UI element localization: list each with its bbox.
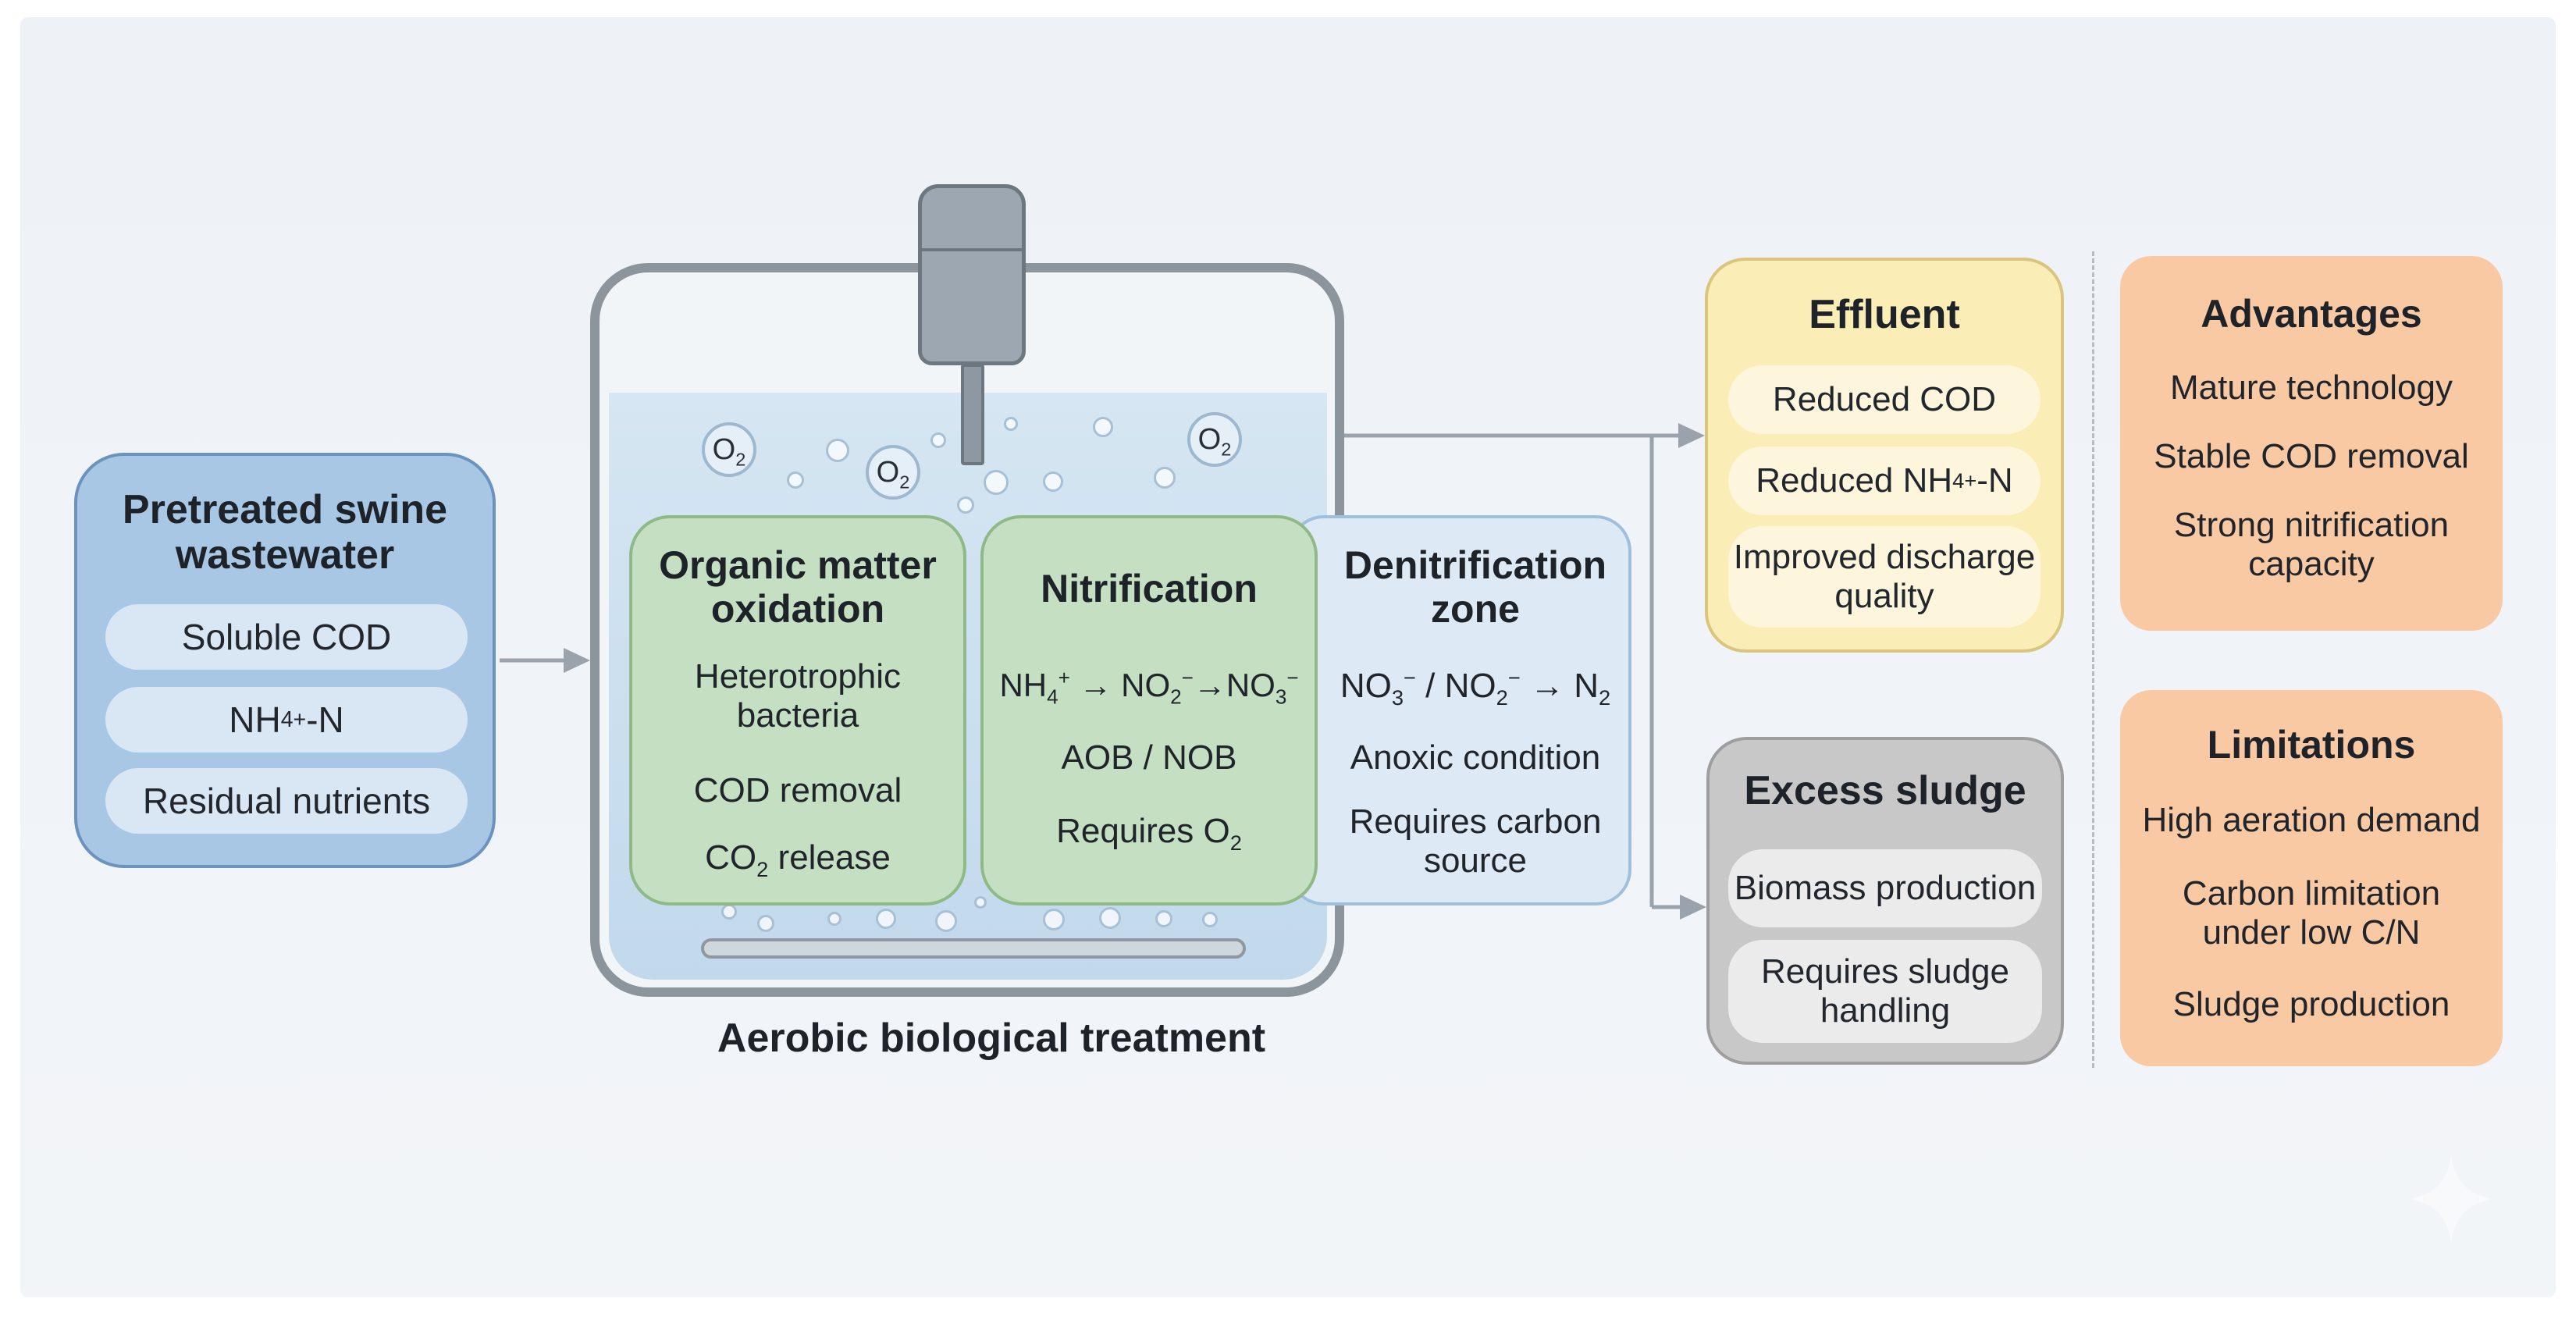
air-bubble [930, 432, 946, 448]
air-bubble [757, 915, 774, 932]
sludge-item-handling: Requires sludge handling [1728, 940, 2042, 1043]
nitrification-zone: Nitrification NH4+ → NO2−→NO3− AOB / NOB… [980, 515, 1318, 905]
advantage-item: Stable COD removal [2154, 437, 2469, 475]
limitation-item: Carbon limitation under low C/N [2182, 874, 2441, 952]
limitations-box: Limitations High aeration demand Carbon … [2120, 690, 2503, 1066]
effluent-item-reduced-cod: Reduced COD [1728, 365, 2041, 434]
advantage-item: Mature technology [2170, 368, 2453, 407]
o2-bubble-icon: O2 [702, 422, 756, 477]
excess-sludge-box: Excess sludge Biomass production Require… [1706, 737, 2064, 1065]
reactor-caption: Aerobic biological treatment [717, 1016, 1266, 1061]
diffuser-icon [701, 938, 1246, 959]
air-bubble [1004, 417, 1018, 431]
input-title: Pretreated swine wastewater [122, 487, 448, 578]
effluent-item-discharge-quality: Improved discharge quality [1728, 526, 2041, 628]
air-bubble [1099, 907, 1121, 929]
advantage-item: Strong nitrification capacity [2173, 506, 2450, 584]
sludge-title: Excess sludge [1744, 768, 2026, 813]
air-bubble [957, 496, 974, 514]
input-to-reactor-arrow [500, 648, 590, 673]
organic-cod-removal: COD removal [693, 771, 902, 809]
denitrification-condition: Anoxic condition [1350, 738, 1601, 777]
agitator-shaft [961, 364, 984, 465]
nitrification-reaction: NH4+ → NO2−→NO3− [999, 666, 1299, 709]
effluent-title: Effluent [1809, 292, 1960, 337]
air-bubble [1093, 417, 1113, 437]
air-bubble [827, 912, 841, 926]
denitrification-reaction: NO3− / NO2− → N2 [1340, 665, 1611, 710]
limitation-item: High aeration demand [2142, 801, 2481, 839]
o2-bubble-icon: O2 [1187, 412, 1242, 467]
o2-bubble-icon: O2 [866, 445, 920, 500]
air-bubble [876, 909, 896, 929]
motor-icon [918, 184, 1026, 365]
air-bubble [974, 896, 987, 909]
advantages-box: Advantages Mature technology Stable COD … [2120, 256, 2503, 631]
air-bubble [984, 470, 1009, 495]
air-bubble [1154, 467, 1176, 489]
motor-band [922, 248, 1022, 251]
air-bubble [935, 910, 957, 932]
limitations-title: Limitations [2207, 723, 2416, 767]
air-bubble [787, 471, 804, 489]
organic-oxidation-title: Organic matter oxidation [659, 543, 937, 631]
organic-oxidation-zone: Organic matter oxidation Heterotrophic b… [629, 515, 966, 905]
air-bubble [826, 439, 849, 462]
sludge-item-biomass: Biomass production [1728, 849, 2042, 927]
air-bubble [721, 904, 737, 920]
denitrification-title: Denitrification zone [1343, 543, 1607, 631]
divider-line [2092, 251, 2094, 1068]
input-wastewater-box: Pretreated swine wastewater Soluble COD … [74, 453, 496, 868]
input-item-residual-nutrients: Residual nutrients [105, 768, 468, 834]
nitrification-organisms: AOB / NOB [1061, 738, 1237, 777]
organic-co2-release: CO2 release [705, 838, 891, 881]
air-bubble [1043, 471, 1063, 492]
sparkle-icon [2407, 1155, 2495, 1243]
advantages-title: Advantages [2201, 292, 2422, 336]
reactor-to-outputs-arrow [1344, 423, 1706, 920]
denitrification-zone: Denitrification zone NO3− / NO2− → N2 An… [1288, 515, 1631, 905]
nitrification-oxygen-note: Requires O2 [1056, 812, 1242, 855]
input-item-soluble-cod: Soluble COD [105, 604, 468, 670]
nitrification-title: Nitrification [1041, 567, 1258, 610]
denitrification-carbon-note: Requires carbon source [1349, 802, 1602, 881]
organic-bacteria: Heterotrophic bacteria [694, 657, 902, 735]
air-bubble [1155, 910, 1172, 927]
air-bubble [1202, 912, 1218, 927]
air-bubble [1043, 909, 1065, 930]
limitation-item: Sludge production [2172, 985, 2450, 1023]
